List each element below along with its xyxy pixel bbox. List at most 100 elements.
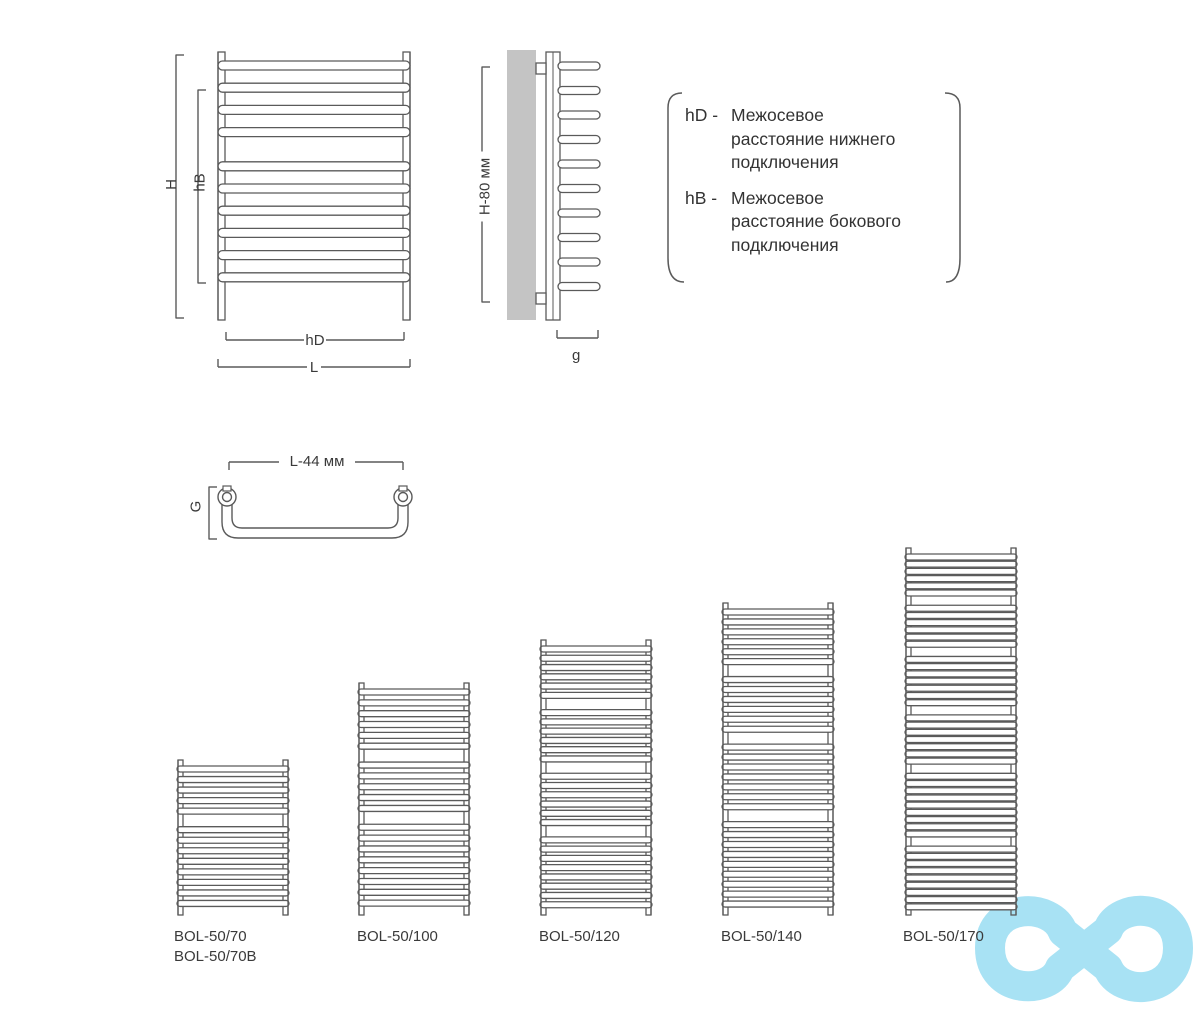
u-pipe-outer [221, 495, 409, 539]
radiator-bar [176, 847, 290, 855]
radiator-bar [539, 718, 653, 726]
radiator-bar [904, 757, 1018, 765]
radiator-bar [904, 691, 1018, 700]
model-label: BOL-50/70B [174, 948, 257, 965]
radiator-bar [904, 787, 1018, 795]
side-bar [557, 134, 601, 145]
dimension-label-hD: hD [304, 332, 326, 349]
radiator-bar [176, 889, 290, 897]
model-radiator [539, 639, 653, 916]
radiator-bar [904, 670, 1018, 678]
radiator-bar [539, 772, 653, 780]
radiator-bar [904, 640, 1018, 648]
radiator-bar [176, 857, 290, 865]
dimension-H [175, 54, 184, 319]
model-radiator [176, 759, 290, 916]
radiator-bar [721, 880, 835, 888]
radiator-bar [539, 682, 653, 690]
radiator-bar [721, 850, 835, 859]
radiator-bar [904, 743, 1018, 751]
radiator-bar [904, 779, 1018, 788]
legend-key: hD - [685, 105, 719, 125]
radiator-bar [539, 708, 653, 717]
radiator-bar [904, 881, 1018, 889]
radiator-bar [539, 691, 653, 699]
legend-item-hD: hD - Межосевое расстояние нижнего подклю… [685, 104, 945, 175]
legend-key: hB - [685, 187, 718, 208]
radiator-bar [904, 859, 1018, 868]
radiator-bar [721, 695, 835, 704]
radiator-bar [904, 801, 1018, 809]
radiator-bar [539, 736, 653, 745]
radiator-bar [357, 804, 471, 813]
radiator-bar [539, 645, 653, 653]
radiator-bar [357, 793, 471, 802]
side-bar [557, 257, 601, 267]
dimension-g [556, 330, 599, 339]
radiator-bar [904, 815, 1018, 824]
radiator-bar [904, 728, 1018, 736]
radiator-bar [904, 808, 1018, 816]
dimension-label-g: g [572, 347, 581, 364]
radiator-bar [539, 901, 653, 909]
radiator-bar [904, 684, 1018, 692]
connection-circle-inner [221, 491, 233, 503]
radiator-bar [539, 818, 653, 827]
radiator-bar [721, 900, 835, 908]
front-view-radiator [217, 51, 411, 321]
radiator-bar [904, 677, 1018, 685]
radiator-bar [357, 720, 471, 729]
radiator-bar [357, 823, 471, 831]
wall [507, 50, 536, 320]
radiator-bar [357, 888, 471, 896]
radiator-bar [217, 104, 411, 116]
radiator-bar [904, 567, 1018, 576]
dimension-G [208, 486, 217, 540]
radiator-bar [539, 673, 653, 681]
radiator-bar [904, 750, 1018, 758]
radiator-bar [721, 753, 835, 761]
radiator-bar [357, 742, 471, 750]
radiator-bar [904, 574, 1018, 583]
radiator-bar [721, 783, 835, 791]
radiator-bar [904, 604, 1018, 612]
radiator-bar [721, 860, 835, 869]
side-bar [557, 159, 601, 169]
legend-line: расстояние нижнего [731, 128, 896, 149]
radiator-bar [904, 714, 1018, 722]
radiator-bar [217, 227, 411, 239]
radiator-bar [904, 618, 1018, 627]
radiator-bar [721, 705, 835, 714]
radiator-bar [357, 834, 471, 842]
radiator-bar [904, 830, 1018, 838]
model-label: BOL-50/170 [903, 928, 984, 945]
legend-line: подключения [731, 152, 839, 172]
infinity-cd-logo-icon [975, 895, 1193, 1003]
radiator-bar [357, 866, 471, 875]
radiator-bar [539, 854, 653, 863]
radiator-bar [721, 840, 835, 849]
radiator-bar [539, 845, 653, 853]
legend-line: Межосевое [731, 187, 824, 208]
radiator-bar [539, 800, 653, 808]
model-label: BOL-50/120 [539, 928, 620, 945]
radiator-bar [904, 582, 1018, 590]
dimension-label-G: G [187, 500, 205, 513]
radiator-bar [539, 864, 653, 872]
dimension-label-hB: hB [191, 173, 209, 192]
radiator-bar [721, 870, 835, 878]
radiator-bar [176, 899, 290, 908]
model-label: BOL-50/140 [721, 928, 802, 945]
radiator-bar [217, 82, 411, 93]
radiator-bar [721, 675, 835, 684]
legend-item-hB: hB - Межосевое расстояние бокового подкл… [685, 187, 945, 258]
radiator-bar [721, 715, 835, 723]
side-view-radiator [535, 51, 601, 321]
radiator-bar [357, 710, 471, 718]
radiator-bar [539, 755, 653, 763]
model-radiator [357, 682, 471, 916]
radiator-bar [357, 699, 471, 707]
radiator-bar [217, 183, 411, 194]
radiator-bar [904, 655, 1018, 664]
